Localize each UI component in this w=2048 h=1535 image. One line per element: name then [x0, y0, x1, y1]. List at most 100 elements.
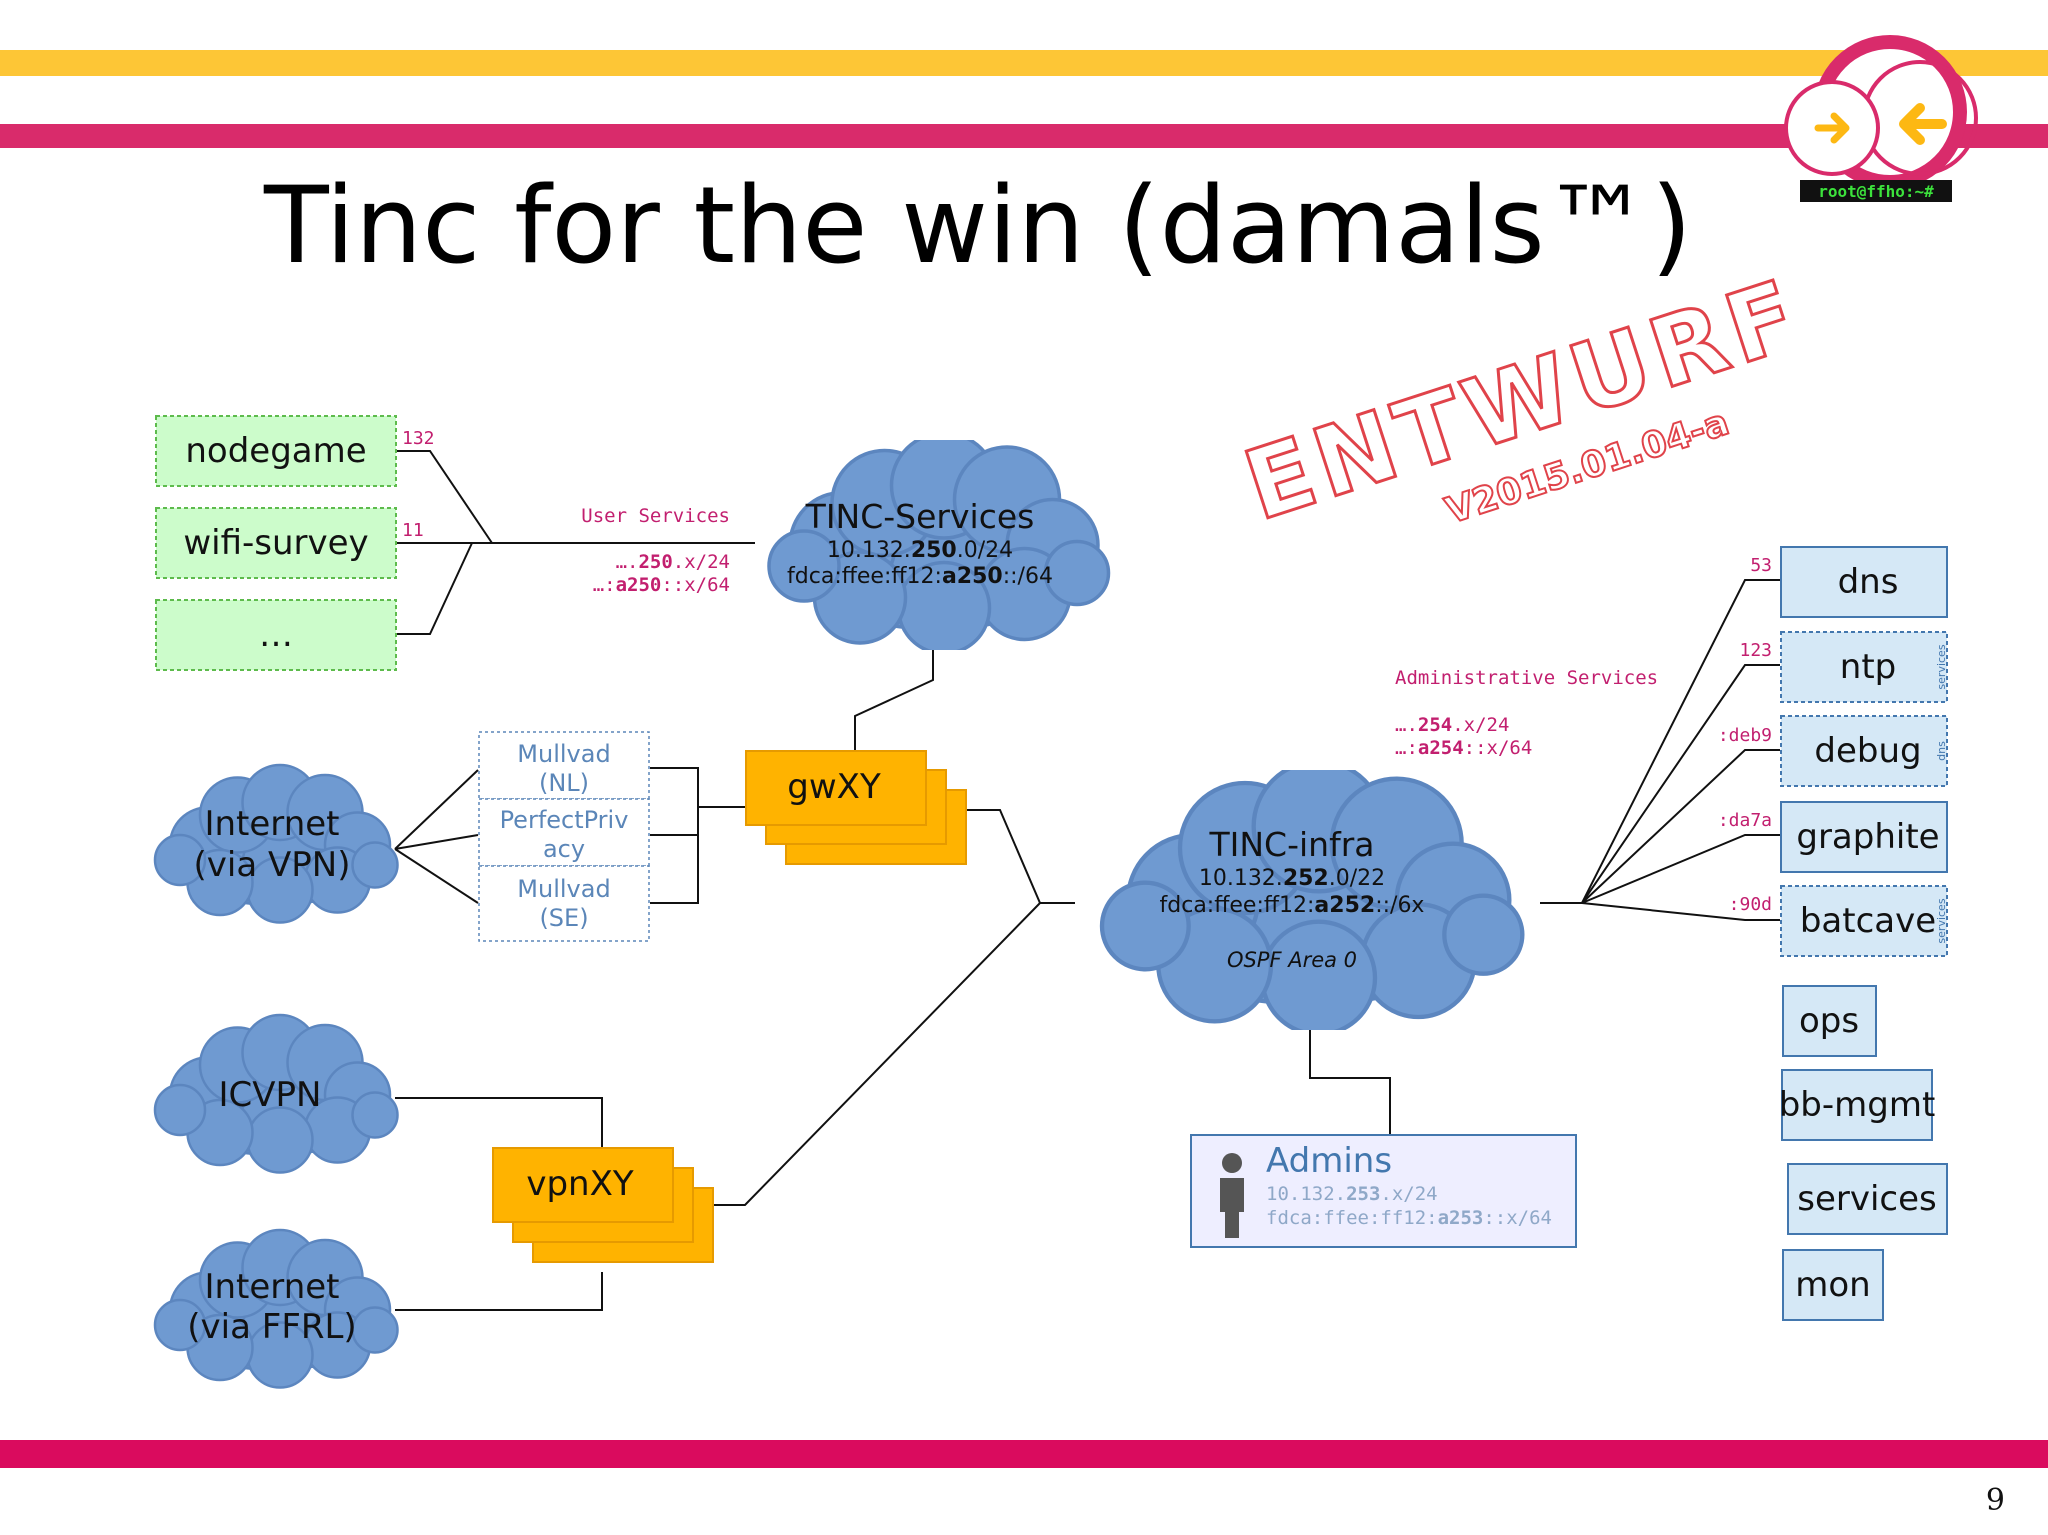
line-batcave — [1581, 902, 1780, 921]
admin-service-dns[interactable]: dns 53 — [1750, 546, 1948, 618]
provider-mullvad-nl[interactable]: Mullvad (NL) — [478, 731, 650, 800]
port-tag: 132 — [402, 428, 435, 449]
admin-service-batcave[interactable]: batcave :90d services — [1729, 885, 1948, 957]
gateway-label: vpnXY — [526, 1164, 634, 1204]
line-vpn-infra — [710, 902, 1041, 1206]
side-label: dns — [1935, 741, 1948, 761]
cloud-line-1: Internet — [204, 1267, 339, 1307]
line-vpn-se — [394, 848, 479, 904]
admin-service-graphite[interactable]: graphite :da7a — [1718, 801, 1948, 873]
cloud-line-1: Internet — [204, 804, 339, 844]
service-label: graphite — [1796, 817, 1939, 857]
extra-service-services[interactable]: services — [1787, 1163, 1948, 1235]
line-tinc-services-gw — [854, 640, 934, 752]
line-bracket-nl — [650, 767, 699, 807]
provider-line-2: (NL) — [539, 769, 589, 797]
cloud-ipv4: 10.132.252.0/22 — [1199, 866, 1385, 891]
top-yellow-bar — [0, 50, 2048, 76]
admins-ipv4: 10.132.253.x/24 — [1266, 1183, 1438, 1205]
tinc-infra-cloud[interactable]: TINC-infra 10.132.252.0/22 fdca:ffee:ff1… — [1102, 761, 1522, 1034]
line-bracket-se — [650, 807, 699, 904]
line-gw-infra — [964, 809, 1075, 904]
line-vpn-nl — [394, 769, 479, 850]
admin-service-ntp[interactable]: ntp 123 services — [1739, 631, 1948, 703]
cloud-ipv6: fdca:ffee:ff12:a252::/6x — [1160, 893, 1425, 918]
admin-services-ipv4: ….254.x/24 — [1395, 714, 1509, 736]
cloud-ipv4: 10.132.250.0/24 — [827, 538, 1013, 563]
cloud-ipv6: fdca:ffee:ff12:a250::/64 — [787, 564, 1053, 589]
service-label: bb-mgmt — [1779, 1085, 1936, 1125]
port-tag: 11 — [402, 520, 424, 541]
service-label: ops — [1799, 1001, 1859, 1041]
service-label: wifi-survey — [183, 523, 368, 563]
service-label: … — [259, 615, 293, 655]
cloud-title: ICVPN — [219, 1075, 322, 1115]
line-graphite — [1581, 834, 1780, 904]
admins-box[interactable]: Admins 10.132.253.x/24 fdca:ffee:ff12:a2… — [1190, 1134, 1577, 1248]
service-wifi-survey[interactable]: wifi-survey 11 — [155, 507, 424, 579]
user-services-ipv6: …:a250::x/64 — [593, 574, 730, 596]
provider-line-1: PerfectPriv — [500, 806, 629, 834]
service-label: batcave — [1800, 901, 1936, 941]
page-number: 9 — [1986, 1483, 2005, 1518]
service-label: mon — [1795, 1265, 1870, 1305]
port-tag: :90d — [1729, 894, 1772, 915]
port-tag: 123 — [1739, 640, 1772, 661]
line-debug — [1581, 749, 1780, 904]
side-label: services — [1935, 644, 1948, 689]
service-nodegame[interactable]: nodegame 132 — [155, 415, 435, 487]
provider-mullvad-se[interactable]: Mullvad (SE) — [478, 865, 650, 942]
extra-service-mon[interactable]: mon — [1782, 1249, 1884, 1321]
cloud-title: TINC-infra — [1208, 825, 1374, 864]
gateway-vpn[interactable]: vpnXY — [492, 1147, 714, 1263]
user-services-ipv4: ….250.x/24 — [616, 551, 730, 573]
admins-ipv6: fdca:ffee:ff12:a253::x/64 — [1266, 1207, 1552, 1229]
ffho-logo: root@ffho:~# — [1784, 35, 1978, 202]
prompt-badge: root@ffho:~# — [1818, 182, 1934, 201]
extra-service-ops[interactable]: ops — [1782, 985, 1877, 1057]
service-label: services — [1797, 1179, 1937, 1219]
cloud-line-2: (via VPN) — [194, 845, 351, 885]
tinc-services-cloud[interactable]: TINC-Services 10.132.250.0/24 fdca:ffee:… — [767, 433, 1111, 654]
extra-service-bb-mgmt[interactable]: bb-mgmt — [1779, 1069, 1936, 1141]
service-label: dns — [1838, 562, 1899, 602]
page-title: Tinc for the win (damals™) — [263, 164, 1692, 287]
line-infra-admins — [1309, 1020, 1391, 1135]
user-services-label: User Services — [581, 505, 730, 527]
draft-stamp: ENTWURF V2015.01.04-a — [1230, 256, 1816, 544]
admins-title: Admins — [1266, 1141, 1392, 1181]
line-ntp — [1581, 664, 1780, 904]
admin-service-debug[interactable]: debug :deb9 dns — [1718, 715, 1948, 787]
cloud-ospf: OSPF Area 0 — [1227, 948, 1357, 972]
service-label: debug — [1814, 731, 1921, 771]
internet-vpn-cloud[interactable]: Internet (via VPN) — [153, 763, 400, 925]
top-pink-bar — [0, 124, 2048, 148]
admin-services-labels: Administrative Services ….254.x/24 …:a25… — [1395, 667, 1658, 759]
service-more[interactable]: … — [155, 599, 397, 671]
person-icon — [1220, 1153, 1244, 1238]
provider-line-1: Mullvad — [517, 875, 610, 903]
port-tag: 53 — [1750, 555, 1772, 576]
icvpn-cloud[interactable]: ICVPN — [153, 1013, 400, 1175]
connection-lines — [394, 450, 1780, 1311]
provider-line-1: Mullvad — [517, 740, 610, 768]
provider-perfect-privacy[interactable]: PerfectPriv acy — [478, 798, 650, 867]
line-ellipsis — [395, 542, 473, 635]
line-ffrl-vpn — [395, 1272, 603, 1311]
gateway-gw[interactable]: gwXY — [745, 750, 967, 865]
internet-ffrl-cloud[interactable]: Internet (via FFRL) — [153, 1228, 400, 1390]
line-icvpn-vpn — [395, 1097, 603, 1148]
service-label: ntp — [1840, 647, 1896, 687]
admin-services-label: Administrative Services — [1395, 667, 1658, 689]
gateway-label: gwXY — [787, 767, 881, 807]
service-label: nodegame — [185, 431, 366, 471]
admin-services-ipv6: …:a254::x/64 — [1395, 737, 1532, 759]
bottom-bar — [0, 1440, 2048, 1468]
line-nodegame — [395, 450, 493, 544]
port-tag: :deb9 — [1718, 725, 1772, 746]
provider-line-2: acy — [543, 835, 585, 863]
side-label: services — [1935, 898, 1948, 943]
user-services: nodegame 132 wifi-survey 11 … User Servi… — [155, 415, 730, 671]
vpn-providers: Mullvad (NL) PerfectPriv acy Mullvad (SE… — [478, 731, 650, 942]
